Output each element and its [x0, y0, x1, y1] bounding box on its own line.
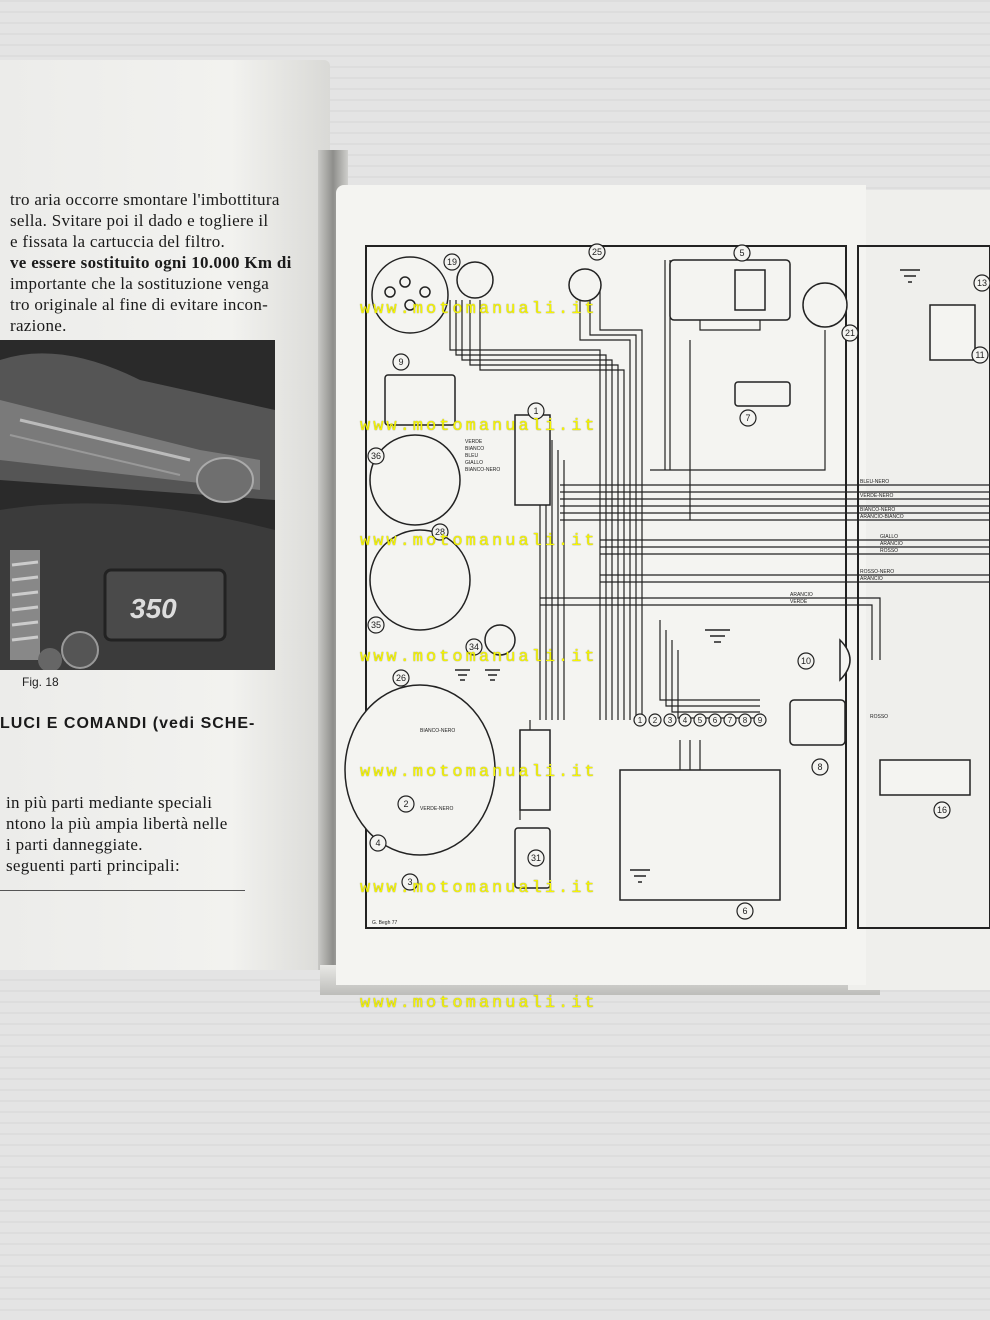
wire-label: ROSSO-NERO: [860, 569, 894, 575]
component-label: 4: [375, 838, 380, 848]
component-number-labels: 19 25 5 21 13 9 7 11 36 28 35 34 26 10 8…: [371, 247, 987, 916]
pin-label: 4: [683, 716, 688, 725]
wire-label: BLEU: [465, 453, 478, 459]
pin-label: 9: [758, 716, 763, 725]
wire-label: GIALLO: [880, 534, 898, 540]
component-label: 6: [742, 906, 747, 916]
wire-label: BIANCO-NERO: [420, 728, 455, 734]
component-label: 9: [398, 357, 403, 367]
component-label: 34: [469, 642, 479, 652]
text-line-6: tro originale al fine di evitare incon-: [10, 295, 269, 314]
component-label: 8: [817, 762, 822, 772]
component-label: 19: [447, 257, 457, 267]
wire-color-labels: BLEU-NERO VERDE-NERO BIANCO-NERO ARANCIO…: [420, 439, 904, 812]
motorcycle-photo-illustration: 350: [0, 340, 275, 670]
body-line-2: ntono la più ampia libertà nelle: [6, 814, 228, 833]
component-label: 36: [371, 451, 381, 461]
diagram-frame: [365, 245, 847, 929]
body-line-1: in più parti mediante speciali: [6, 793, 213, 812]
wire-label: GIALLO: [465, 460, 483, 466]
text-line-4: ve essere sostituito ogni 10.000 Km di: [10, 253, 292, 272]
component-label: 31: [531, 853, 541, 863]
pin-label: 7: [728, 716, 733, 725]
component-label: 7: [745, 413, 750, 423]
pin-label: 2: [653, 716, 658, 725]
watermark-text: www.motomanuali.it: [360, 300, 598, 319]
wire-label: VERDE: [465, 439, 483, 445]
component-label: 25: [592, 247, 602, 257]
wire-label: VERDE-NERO: [420, 806, 453, 812]
component-label: 26: [396, 673, 406, 683]
watermark-text: www.motomanuali.it: [360, 532, 598, 551]
wire-label: ROSSO: [880, 548, 898, 554]
wire-label: ARANCIO-BIANCO: [860, 514, 904, 520]
component-badges: [367, 243, 990, 920]
wire-label: BIANCO-NERO: [465, 467, 500, 473]
component-label: 10: [801, 656, 811, 666]
component-label: 3: [407, 877, 412, 887]
watermark-text: www.motomanuali.it: [360, 417, 598, 436]
component-label: 5: [739, 248, 744, 258]
text-line-1: tro aria occorre smontare l'imbottitura: [10, 190, 280, 209]
watermark-text: www.motomanuali.it: [360, 879, 598, 898]
component-label: 2: [403, 799, 408, 809]
connector-row: [633, 713, 767, 727]
wire-label: VERDE: [790, 599, 808, 605]
wire-label: ARANCIO: [790, 592, 813, 598]
component-label: 28: [435, 527, 445, 537]
wire-label: BIANCO: [465, 446, 484, 452]
component-label: 35: [371, 620, 381, 630]
component-label: 11: [975, 350, 984, 360]
wire-label: ROSSO: [870, 714, 888, 720]
body-line-4: seguenti parti principali:: [6, 856, 180, 875]
component-label: 16: [937, 805, 947, 815]
watermark-text: www.motomanuali.it: [360, 648, 598, 667]
text-line-5: importante che la sostituzione venga: [10, 274, 270, 293]
diagram-components: [344, 256, 976, 901]
text-line-2: sella. Svitare poi il dado e togliere il: [10, 211, 269, 230]
divider-rule: [0, 890, 245, 891]
text-line-3: e fissata la cartuccia del filtro.: [10, 232, 226, 251]
text-line-7: razione.: [10, 316, 67, 335]
figure-caption: Fig. 18: [22, 675, 59, 689]
body-line-3: i parti danneggiate.: [6, 835, 143, 854]
diagram-frame-right: [857, 245, 990, 929]
component-label: 13: [977, 278, 987, 288]
wire-bundle-horizontal: [540, 484, 990, 660]
left-page: tro aria occorre smontare l'imbottitura …: [0, 60, 330, 970]
ground-symbols: [455, 269, 920, 883]
wire-label: BLEU-NERO: [860, 479, 889, 485]
pin-label: 5: [698, 716, 703, 725]
section-heading: LUCI E COMANDI (vedi SCHE-: [0, 715, 256, 732]
watermark-text: www.motomanuali.it: [360, 763, 598, 782]
watermark-text: www.motomanuali.it: [360, 994, 598, 1013]
photo-badge: 350: [130, 593, 177, 624]
wire-label: VERDE-NERO: [860, 493, 893, 499]
wire-label: BIANCO-NERO: [860, 507, 895, 513]
wire-label: ARANCIO: [860, 576, 883, 582]
component-label: 1: [533, 406, 538, 416]
pin-label: 3: [668, 716, 673, 725]
wire-label: ARANCIO: [880, 541, 903, 547]
pin-label: 8: [743, 716, 748, 725]
motorcycle-photo: 350: [0, 340, 275, 670]
pin-label: 6: [713, 716, 718, 725]
connector-pin-labels: 1 2 3 4 5 6 7 8 9: [638, 716, 763, 725]
diagram-credit: G. Begh 77: [372, 920, 398, 926]
component-label: 21: [845, 328, 855, 338]
pin-label: 1: [638, 716, 643, 725]
